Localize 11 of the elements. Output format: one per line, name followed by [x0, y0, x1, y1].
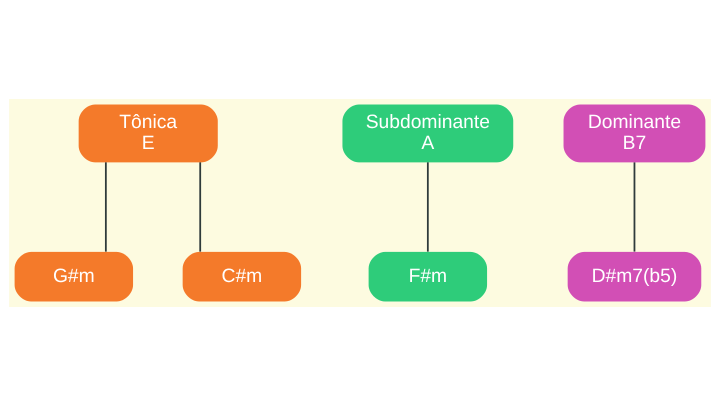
node-box: D#m7(b5) [568, 251, 702, 301]
connector [634, 162, 636, 252]
connector [426, 162, 429, 252]
node-box: C#m [182, 251, 302, 301]
node-box: Dominante B7 [564, 104, 706, 162]
node-box: F#m [368, 251, 488, 301]
connector [199, 162, 202, 252]
connector [104, 162, 107, 252]
node-box: Tônica E [78, 104, 218, 162]
node-box: Subdominante A [342, 104, 514, 162]
node-box: G#m [14, 251, 134, 301]
